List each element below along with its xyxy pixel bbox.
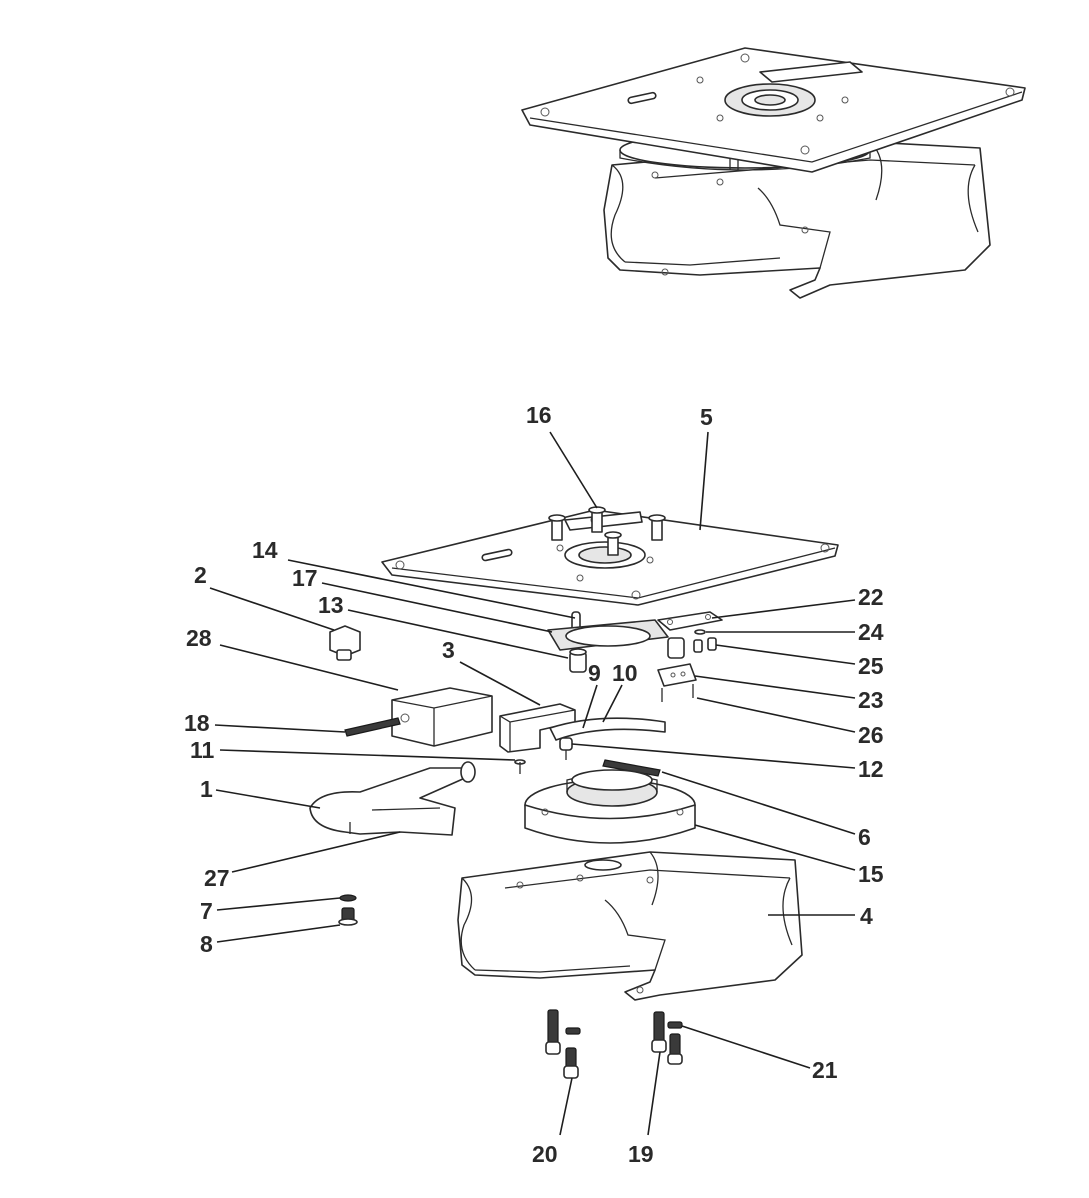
callout-16: 16 (526, 402, 552, 428)
callout-17: 17 (292, 565, 318, 591)
part-12-small-bolt (559, 737, 573, 760)
part-26-screws (661, 684, 694, 702)
part-18-threaded-rod (344, 717, 401, 737)
part-15-turntable (524, 769, 696, 844)
assembled-view (521, 47, 1026, 299)
part-19-bolts (651, 1011, 667, 1053)
part-28-motor-box (391, 687, 493, 747)
callout-14: 14 (252, 537, 278, 563)
callout-6: 6 (858, 824, 871, 850)
callout-12: 12 (858, 756, 884, 782)
part-25-screws (693, 637, 717, 653)
part-21-bolts (667, 1021, 683, 1065)
callout-4: 4 (860, 903, 873, 929)
callout-10: 10 (612, 660, 638, 686)
part-7-washer (339, 894, 357, 902)
callout-1: 1 (200, 776, 213, 802)
part-23-switch (657, 663, 697, 687)
callout-13: 13 (318, 592, 344, 618)
part-11-small-screw (514, 759, 526, 774)
callout-27: 27 (204, 865, 230, 891)
callout-25: 25 (858, 653, 884, 679)
callout-7: 7 (200, 898, 213, 924)
assembled-top-plate (521, 47, 1026, 173)
part-5-top-plate (381, 509, 839, 606)
callout-labels: 16 5 14 17 2 13 28 3 9 10 18 11 12 1 27 … (184, 402, 884, 1167)
part-8-bolt (338, 907, 358, 926)
callout-23: 23 (858, 687, 884, 713)
callout-21: 21 (812, 1057, 838, 1083)
callout-26: 26 (858, 722, 884, 748)
part-3-clamp (499, 703, 576, 753)
callout-28: 28 (186, 625, 212, 651)
exploded-view (309, 506, 839, 1079)
leader-lines (209, 431, 856, 1136)
callout-2: 2 (194, 562, 207, 588)
callout-3: 3 (442, 637, 455, 663)
part-22-small-plate (657, 611, 723, 631)
part-24-washer (694, 629, 706, 635)
callout-11: 11 (190, 737, 215, 763)
callout-22: 22 (858, 584, 884, 610)
callout-5: 5 (700, 404, 713, 430)
part-1-lever (309, 761, 476, 836)
part-4-channel-bracket (457, 851, 803, 1001)
callout-18: 18 (184, 710, 210, 736)
callout-24: 24 (858, 619, 884, 645)
callout-19: 19 (628, 1141, 654, 1167)
part-13-bushing (569, 648, 587, 673)
assembled-channel-bracket (603, 141, 991, 299)
part-16-bolts (548, 506, 666, 556)
part-17-gasket-ring (547, 619, 669, 651)
part-20-bolts (545, 1009, 581, 1079)
part-2-nut (329, 625, 361, 661)
callout-15: 15 (858, 861, 884, 887)
callout-20: 20 (532, 1141, 558, 1167)
part-spacer (667, 637, 685, 659)
callout-8: 8 (200, 931, 213, 957)
part-6-spring (602, 759, 661, 777)
callout-9: 9 (588, 660, 601, 686)
